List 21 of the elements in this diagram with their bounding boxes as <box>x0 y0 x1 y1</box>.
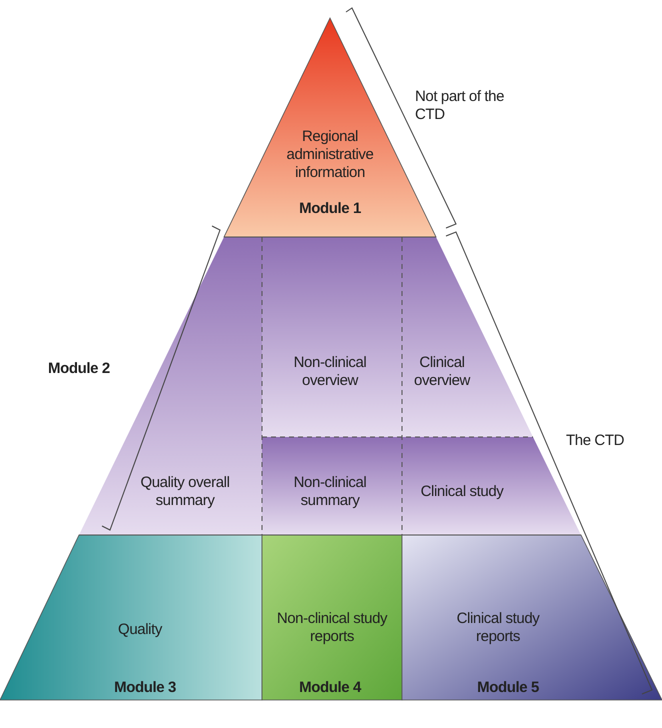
section-label: Clinical study reports <box>456 610 541 646</box>
section-label: Clinical overview <box>413 354 472 390</box>
module-label: Module 1 <box>298 200 362 218</box>
module-2-section <box>262 237 402 437</box>
section-label: Non-clinical study reports <box>276 610 388 646</box>
bracket-label: Not part of the CTD <box>415 88 505 124</box>
module-label: Module 5 <box>476 679 540 697</box>
module-label: Module 2 <box>48 360 111 378</box>
section-label: Regional administrative information <box>286 128 374 182</box>
section-label: Quality overall summary <box>139 474 231 510</box>
section-label: Non-clinical overview <box>292 354 368 390</box>
pyramid-base-section <box>262 535 402 700</box>
module-label: Module 4 <box>298 679 362 697</box>
section-label: Non-clinical summary <box>292 474 368 510</box>
section-label: Clinical study <box>420 483 505 501</box>
bracket-label: The CTD <box>566 432 626 450</box>
module-2-section <box>402 237 533 437</box>
module-label: Module 3 <box>113 679 177 697</box>
module-2-section <box>262 437 402 535</box>
section-label: Quality <box>117 621 164 639</box>
pyramid-base-section <box>0 535 262 700</box>
